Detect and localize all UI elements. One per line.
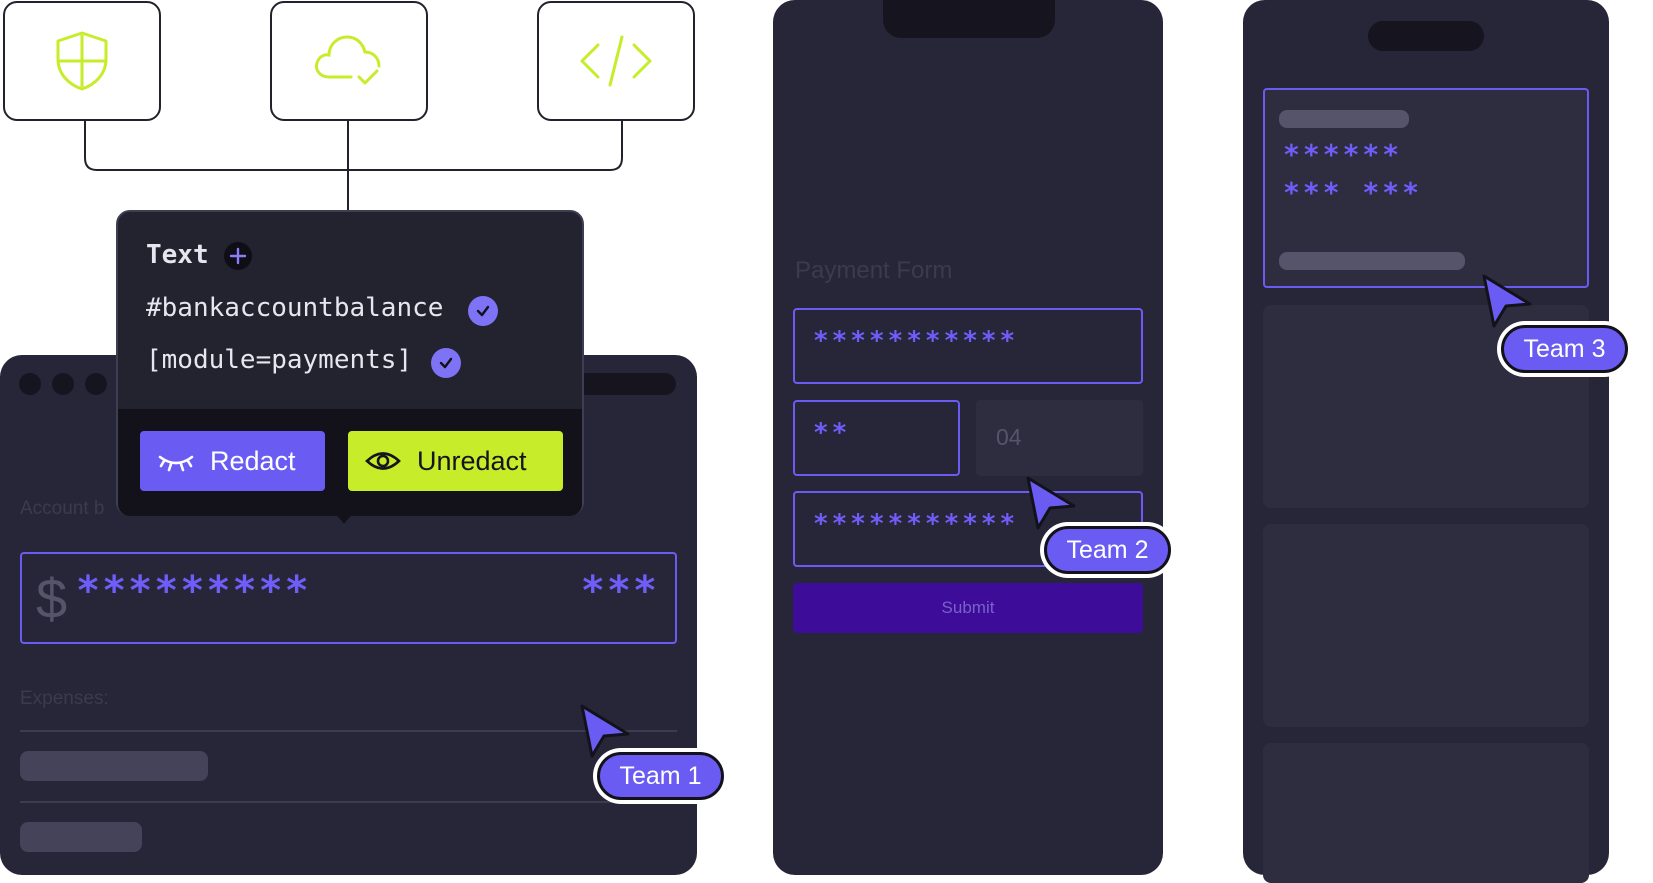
add-selector-button[interactable] [224, 242, 252, 270]
account-label: Account b [20, 498, 105, 519]
content-card [1263, 524, 1589, 727]
expenses-label: Expenses: [20, 688, 109, 709]
window-dot [85, 373, 107, 395]
shield-icon [56, 31, 108, 91]
cvv-masked: *********** [813, 509, 1019, 539]
code-icon [580, 35, 652, 87]
eye-closed-icon [158, 455, 194, 472]
balance-masked: ********* [76, 568, 311, 614]
card-number-field[interactable]: *********** [793, 308, 1143, 384]
expense-row-skeleton [20, 751, 208, 781]
expiry-year-field[interactable]: 04 [976, 400, 1143, 476]
text-skeleton [1279, 252, 1465, 270]
text-skeleton [1279, 110, 1409, 128]
content-card [1263, 743, 1589, 883]
cloud-check-icon [315, 35, 381, 85]
check-icon [468, 296, 498, 326]
expense-row-skeleton [20, 822, 142, 852]
phone-notch [1368, 21, 1484, 51]
popover-actions: Redact Unredact [118, 409, 582, 516]
redact-label: Redact [210, 445, 296, 476]
cursor-arrow-icon [1026, 476, 1076, 530]
shield-card [3, 1, 161, 121]
code-card [537, 1, 695, 121]
expiry-month-masked: ** [813, 418, 851, 448]
connector-lines [84, 121, 623, 212]
expiry-year-value: 04 [996, 424, 1022, 450]
redact-button[interactable]: Redact [140, 431, 325, 491]
masked-line: ****** [1283, 138, 1403, 171]
plus-icon [229, 247, 247, 265]
unredact-label: Unredact [417, 445, 527, 476]
team-badge: Team 3 [1501, 325, 1628, 373]
window-dot [19, 373, 41, 395]
masked-line: *** *** [1283, 176, 1423, 209]
selector-item[interactable]: [module=payments] [146, 345, 413, 375]
expiry-month-field[interactable]: ** [793, 400, 960, 476]
eye-icon [365, 452, 401, 470]
balance-field[interactable]: $ ********* *** [20, 552, 677, 644]
check-icon [431, 348, 461, 378]
payment-form-title: Payment Form [795, 257, 953, 284]
balance-cents-masked: *** [580, 568, 659, 614]
redaction-popover: Text #bankaccountbalance [module=payment… [116, 210, 584, 516]
selector-item[interactable]: #bankaccountbalance [146, 293, 444, 323]
result-phone: ****** *** *** [1243, 0, 1609, 883]
submit-button[interactable]: Submit [793, 583, 1143, 633]
team-badge: Team 2 [1044, 526, 1171, 574]
phone-notch [883, 0, 1055, 38]
card-number-masked: *********** [813, 326, 1019, 356]
team-badge: Team 1 [597, 752, 724, 800]
cloud-card [270, 1, 428, 121]
window-dot [52, 373, 74, 395]
masked-content-card[interactable]: ****** *** *** [1263, 88, 1589, 288]
popover-title: Text [146, 240, 209, 270]
popover-caret [334, 512, 354, 524]
expenses-divider [20, 801, 677, 803]
cursor-arrow-icon [1482, 274, 1532, 328]
expenses-divider [20, 730, 677, 732]
currency-symbol: $ [36, 567, 68, 630]
payment-phone: Payment Form *********** ** 04 *********… [773, 0, 1163, 875]
cursor-arrow-icon [580, 704, 630, 758]
unredact-button[interactable]: Unredact [348, 431, 563, 491]
